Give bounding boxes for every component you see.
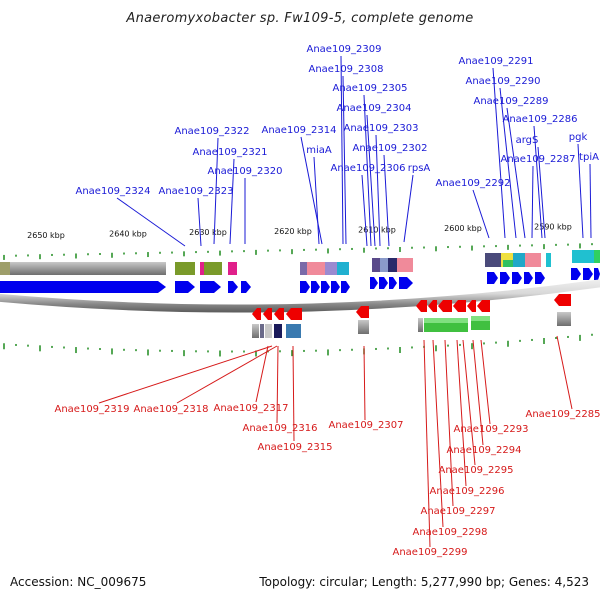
forward-gene-leader-line (213, 137, 219, 245)
reverse-gene-label[interactable]: Anae109_2285 (526, 409, 600, 420)
reverse-gene-label[interactable]: Anae109_2315 (258, 442, 333, 453)
forward-gene-label[interactable]: Anae109_2290 (466, 76, 541, 87)
forward-gene-leader-line (533, 125, 543, 239)
forward-gene-leader-line (229, 158, 235, 245)
forward-gene-leader-line (116, 197, 186, 247)
reverse-gene-label[interactable]: Anae109_2294 (447, 445, 522, 456)
forward-gene-label[interactable]: Anae109_2314 (262, 125, 337, 136)
reverse-gene-label[interactable]: Anae109_2317 (214, 403, 289, 414)
forward-gene-label[interactable]: Anae109_2292 (436, 178, 511, 189)
forward-gene-label[interactable]: Anae109_2323 (159, 186, 234, 197)
reverse-gene-leader-line (456, 339, 467, 487)
forward-gene-label[interactable]: Anae109_2306 (331, 163, 406, 174)
forward-gene-leader-line (300, 136, 323, 245)
forward-gene-label[interactable]: Anae109_2321 (193, 147, 268, 158)
reverse-gene-label[interactable]: Anae109_2298 (413, 527, 488, 538)
reverse-cog-track (252, 312, 571, 338)
reverse-gene-leader-line (472, 339, 484, 446)
accession-text: Accession: NC_009675 (10, 575, 146, 589)
forward-gene-label[interactable]: Anae109_2286 (503, 114, 578, 125)
scale-tick-label: 2590 kbp (534, 223, 572, 232)
reverse-gene-label[interactable]: Anae109_2299 (393, 547, 468, 558)
forward-gene-label[interactable]: Anae109_2308 (309, 64, 384, 75)
forward-gene-leader-line (366, 114, 376, 247)
forward-gene-label[interactable]: Anae109_2303 (344, 123, 419, 134)
reverse-gene-label[interactable]: Anae109_2296 (430, 486, 505, 497)
forward-gene-leader-line (537, 146, 546, 239)
forward-gene-label[interactable]: Anae109_2324 (76, 186, 151, 197)
reverse-gene-leader-line (556, 335, 573, 410)
reverse-gene-label[interactable]: Anae109_2316 (243, 423, 318, 434)
chart-title: Anaeromyxobacter sp. Fw109-5, complete g… (125, 11, 473, 26)
forward-gene-label[interactable]: pgk (569, 132, 588, 143)
reverse-gene-label[interactable]: Anae109_2319 (55, 404, 130, 415)
forward-gene-label[interactable]: rpsA (408, 163, 431, 174)
forward-gene-leader-line (531, 165, 534, 239)
forward-gene-leader-line (472, 189, 490, 239)
scale-tick-label: 2610 kbp (358, 225, 396, 234)
forward-gene-leader-line (361, 174, 368, 247)
reverse-gene-leader-line (255, 345, 269, 403)
forward-gene-leader-line (492, 67, 506, 239)
reverse-gene-label[interactable]: Anae109_2293 (454, 424, 529, 435)
reverse-gene-leader-line (292, 345, 295, 442)
forward-cog-track (0, 250, 600, 275)
forward-gene-label[interactable]: Anae109_2322 (175, 126, 250, 137)
reverse-gene-leader-line (423, 339, 431, 548)
forward-gene-label[interactable]: Anae109_2305 (333, 83, 408, 94)
forward-gene-leader-line (499, 87, 517, 239)
reverse-gene-leader-line (480, 339, 491, 425)
forward-gene-leader-line (197, 197, 202, 247)
reverse-gene-leader-line (176, 345, 278, 404)
forward-gene-label[interactable]: Anae109_2304 (337, 103, 412, 114)
reverse-gene-label[interactable]: Anae109_2318 (134, 404, 209, 415)
scale-tick-label: 2650 kbp (27, 231, 65, 240)
forward-gene-leader-line (383, 154, 390, 247)
forward-arrows (0, 268, 600, 293)
forward-gene-leader-line (363, 94, 372, 247)
scale-tick-label: 2600 kbp (444, 224, 482, 233)
reverse-gene-label[interactable]: Anae109_2295 (439, 465, 514, 476)
forward-gene-label[interactable]: Anae109_2309 (307, 44, 382, 55)
reverse-arrows (252, 294, 571, 320)
genome-summary-text: Topology: circular; Length: 5,277,990 bp… (258, 575, 589, 589)
genome-backbone (0, 279, 600, 313)
forward-gene-label[interactable]: Anae109_2289 (474, 96, 549, 107)
scale-tick-label: 2640 kbp (109, 230, 147, 239)
forward-gene-label[interactable]: argS (516, 135, 539, 146)
forward-gene-leader-line (589, 163, 592, 239)
reverse-gene-leader-line (462, 339, 476, 466)
forward-gene-leader-line (375, 134, 381, 247)
forward-gene-label[interactable]: Anae109_2302 (353, 143, 428, 154)
reverse-gene-leader-line (444, 339, 454, 507)
reverse-gene-leader-line (98, 345, 273, 404)
forward-gene-leader-line (340, 55, 344, 245)
forward-gene-label[interactable]: Anae109_2287 (501, 154, 576, 165)
forward-gene-leader-line (313, 156, 320, 245)
forward-gene-leader-line (506, 107, 526, 239)
forward-gene-leader-line (342, 75, 347, 245)
scale-tick-label: 2620 kbp (274, 227, 312, 236)
reverse-gene-label[interactable]: Anae109_2297 (421, 506, 496, 517)
upper-tick-row (3, 243, 593, 260)
forward-gene-leader-line (403, 174, 414, 243)
reverse-gene-leader-line (276, 345, 279, 424)
reverse-gene-label[interactable]: Anae109_2307 (329, 420, 404, 431)
lower-tick-row (3, 333, 593, 357)
forward-gene-label[interactable]: miaA (306, 145, 332, 156)
scale-ticks: 2650 kbp 2640 kbp 2630 kbp 2620 kbp 2610 kbp… (27, 223, 572, 240)
reverse-gene-leader-line (363, 345, 366, 421)
reverse-gene-leader-line (432, 339, 444, 528)
scale-tick-label: 2630 kbp (189, 228, 227, 237)
forward-gene-label[interactable]: tpiA (579, 152, 599, 163)
forward-gene-leader-line (577, 143, 584, 239)
forward-gene-label[interactable]: Anae109_2320 (208, 166, 283, 177)
forward-gene-label[interactable]: Anae109_2291 (459, 56, 534, 67)
